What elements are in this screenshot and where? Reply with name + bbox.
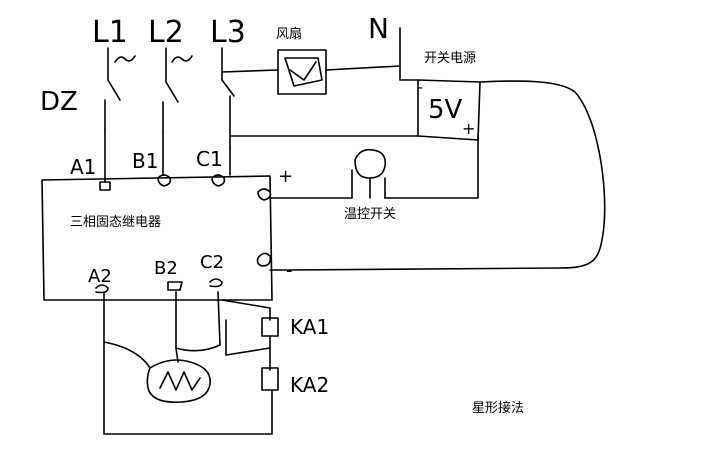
relay-output-c2: C2 — [200, 252, 224, 273]
power-supply — [229, 79, 481, 199]
psu-voltage: 5V — [428, 95, 463, 125]
breaker-dz — [104, 47, 235, 149]
label-l3: L3 — [210, 15, 246, 50]
label-ka2: KA2 — [290, 373, 329, 397]
solid-state-relay — [41, 174, 273, 301]
heater — [103, 341, 221, 404]
output-wires — [103, 291, 273, 435]
relay-ctrl-plus: + — [278, 166, 293, 187]
labels: L1 L2 L3 N DZ 风扇 开关电源 5V - + 三相固态继电器 A1 … — [40, 12, 524, 416]
control-return-wire — [269, 80, 606, 271]
neutral-wire — [399, 27, 419, 81]
relay-output-a2: A2 — [88, 266, 112, 287]
label-breaker: DZ — [40, 87, 78, 117]
label-n: N — [368, 12, 389, 45]
label-relay: 三相固态继电器 — [70, 215, 161, 230]
relay-ctrl-minus: - — [286, 260, 293, 281]
psu-plus: + — [462, 119, 475, 138]
label-l1: L1 — [92, 15, 128, 50]
label-l2: L2 — [148, 15, 184, 50]
contactors — [261, 317, 279, 391]
thermostat — [269, 148, 387, 199]
label-ka1: KA1 — [290, 315, 329, 339]
relay-input-a1: A1 — [70, 155, 96, 179]
fan — [221, 49, 401, 95]
psu-minus: - — [418, 80, 423, 96]
label-wiring-note: 星形接法 — [472, 400, 524, 416]
label-power-supply: 开关电源 — [424, 51, 476, 66]
relay-output-b2: B2 — [154, 258, 178, 279]
label-thermostat: 温控开关 — [344, 207, 396, 222]
relay-input-b1: B1 — [132, 149, 158, 173]
label-fan: 风扇 — [276, 26, 302, 42]
input-wires — [104, 129, 231, 183]
relay-input-c1: C1 — [196, 147, 223, 171]
